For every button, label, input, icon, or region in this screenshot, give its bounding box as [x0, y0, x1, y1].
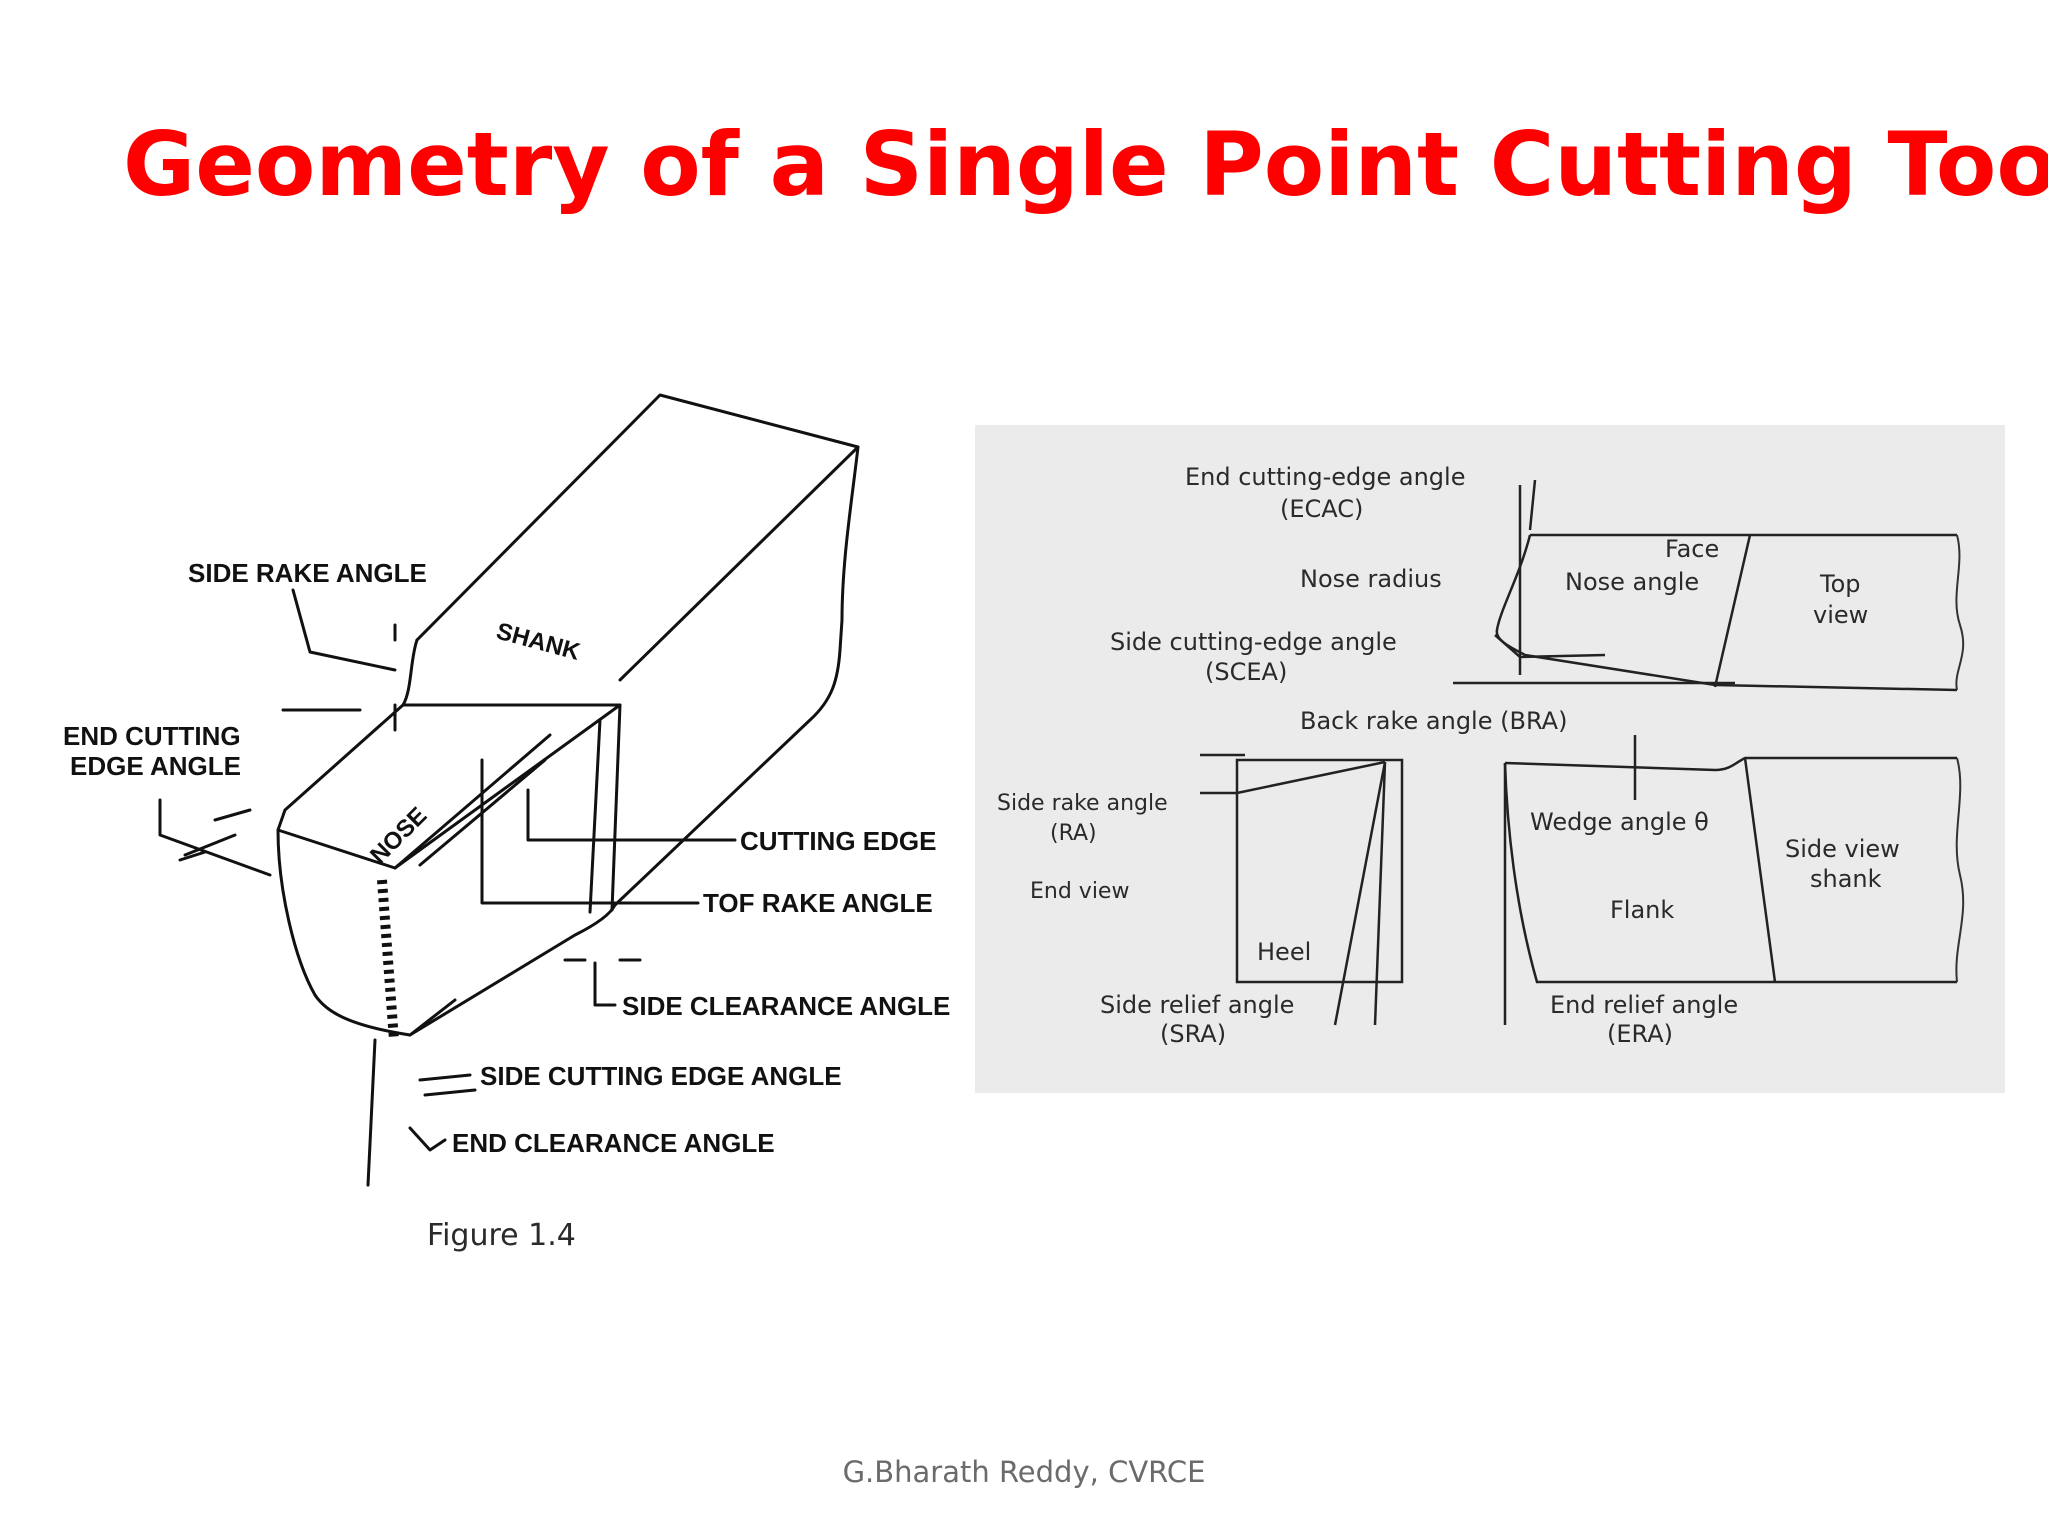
label-era-line1: End relief angle: [1550, 991, 1738, 1019]
label-top-rake-angle: TOF RAKE ANGLE: [703, 888, 933, 918]
label-side-cutting-edge-angle: SIDE CUTTING EDGE ANGLE: [480, 1061, 842, 1091]
left-labels: SIDE RAKE ANGLE SHANK END CUTTING EDGE A…: [63, 558, 950, 1253]
label-scea-line1: Side cutting-edge angle: [1110, 628, 1397, 656]
label-top-view-line1: Top: [1819, 570, 1861, 598]
label-side-rake-angle: SIDE RAKE ANGLE: [188, 558, 427, 588]
label-sra-line1: Side relief angle: [1100, 991, 1294, 1019]
label-end-clearance-angle: END CLEARANCE ANGLE: [452, 1128, 775, 1158]
label-heel: Heel: [1257, 938, 1311, 966]
orthographic-views-diagram: End cutting-edge angle (ECAC) Nose radiu…: [975, 425, 2005, 1093]
side-view: [1503, 735, 1965, 1025]
label-end-view: End view: [1030, 879, 1129, 904]
label-nose-angle: Nose angle: [1565, 568, 1699, 596]
label-side-rake-angle-line2: (RA): [1050, 821, 1097, 846]
slide-title: Geometry of a Single Point Cutting Tool:: [123, 113, 2048, 216]
label-shank: SHANK: [493, 618, 583, 666]
label-side-view-line1: Side view: [1785, 835, 1900, 863]
label-side-view-line2: shank: [1810, 865, 1882, 893]
end-view: [1200, 753, 1404, 1026]
label-side-clearance-angle: SIDE CLEARANCE ANGLE: [622, 991, 950, 1021]
label-cutting-edge: CUTTING EDGE: [740, 826, 936, 856]
label-nose: NOSE: [365, 802, 432, 869]
label-ecac-line2: (ECAC): [1280, 495, 1363, 523]
figure-caption: Figure 1.4: [427, 1218, 576, 1253]
label-ecac-line1: End cutting-edge angle: [1185, 463, 1465, 491]
label-sra-line2: (SRA): [1160, 1020, 1226, 1048]
label-wedge-angle: Wedge angle θ: [1530, 808, 1709, 836]
label-nose-radius: Nose radius: [1300, 565, 1442, 593]
label-side-rake-angle-line1: Side rake angle: [997, 791, 1168, 816]
dimension-lines: [158, 588, 737, 1187]
label-back-rake-angle: Back rake angle (BRA): [1300, 707, 1567, 735]
right-labels: End cutting-edge angle (ECAC) Nose radiu…: [997, 463, 1900, 1048]
label-face: Face: [1665, 535, 1719, 563]
isometric-tool-diagram: SIDE RAKE ANGLE SHANK END CUTTING EDGE A…: [63, 393, 950, 1253]
top-view: [1453, 479, 1965, 692]
slide-footer: G.Bharath Reddy, CVRCE: [842, 1455, 1206, 1489]
label-top-view-line2: view: [1813, 601, 1868, 629]
label-era-line2: (ERA): [1607, 1020, 1673, 1048]
tool-body-outline: [276, 393, 860, 1041]
label-end-cutting-edge-angle-line1: END CUTTING: [63, 721, 241, 751]
label-flank: Flank: [1610, 896, 1674, 924]
label-scea-line2: (SCEA): [1205, 658, 1287, 686]
label-end-cutting-edge-angle-line2: EDGE ANGLE: [70, 751, 241, 781]
